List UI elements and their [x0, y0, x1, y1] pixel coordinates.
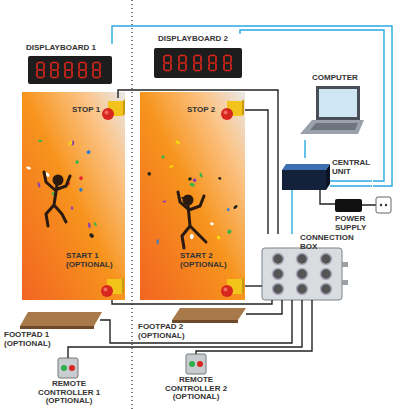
- display-board: [154, 48, 242, 78]
- remote-controller: [186, 354, 206, 374]
- component-label: REMOTE CONTROLLER 1 (OPTIONAL): [36, 380, 102, 406]
- central-unit: [282, 164, 372, 190]
- component-label: FOOTPAD 1 (OPTIONAL): [4, 331, 62, 348]
- wire: [246, 300, 282, 314]
- remote-controller: REMOTE CONTROLLER 1 (OPTIONAL): [36, 358, 103, 408]
- laptop: [300, 86, 364, 134]
- footpad: FOOTPAD 2 (OPTIONAL): [136, 308, 246, 341]
- wire: [240, 30, 384, 181]
- component-label: DISPLAYBOARD 2: [158, 35, 244, 44]
- component-label: DISPLAYBOARD 1: [26, 44, 112, 53]
- start-button: [101, 277, 124, 297]
- wire: [68, 300, 302, 358]
- climbing-wall: [22, 92, 125, 300]
- component-label: START 2 (OPTIONAL): [180, 252, 226, 269]
- display-board: DISPLAYBOARD 1: [24, 44, 116, 86]
- climbing-holds: [26, 139, 238, 244]
- connection-box: [262, 248, 348, 300]
- component-label: POWER SUPPLY: [335, 215, 393, 232]
- component-label: CENTRAL UNIT: [332, 159, 372, 176]
- component-label: COMPUTER: [312, 74, 364, 83]
- stop-button: [102, 99, 125, 120]
- wire: [291, 190, 292, 234]
- component-label: STOP 1: [72, 106, 102, 115]
- power-supply: [335, 197, 391, 213]
- remote-controller: [58, 358, 78, 378]
- component-label: START 1 (OPTIONAL): [66, 252, 112, 269]
- start-button: [221, 277, 244, 297]
- connection-box: CONNECTION BOX: [262, 234, 373, 300]
- wire: [304, 140, 305, 158]
- display-board: DISPLAYBOARD 2: [150, 34, 246, 80]
- start-button: START 1 (OPTIONAL): [66, 252, 124, 300]
- climbing-wall: [140, 92, 245, 300]
- wire: [118, 90, 278, 234]
- stop-button: [221, 99, 244, 120]
- wire: [245, 285, 262, 286]
- component-label: STOP 2: [187, 106, 219, 115]
- computer: COMPUTER: [300, 74, 366, 140]
- display-board: [28, 56, 112, 84]
- component-label: REMOTE CONTROLLER 2 (OPTIONAL): [163, 376, 229, 402]
- start-button: START 2 (OPTIONAL): [180, 252, 245, 300]
- wire: [245, 110, 268, 234]
- component-label: CONNECTION BOX: [300, 234, 372, 251]
- wire: [320, 190, 335, 204]
- climber: [178, 192, 206, 248]
- stop-button: STOP 1: [70, 98, 125, 126]
- wire: [112, 300, 272, 304]
- climber: [44, 172, 70, 226]
- component-label: FOOTPAD 2 (OPTIONAL): [138, 323, 196, 340]
- wire: [100, 300, 292, 343]
- remote-controller: REMOTE CONTROLLER 2 (OPTIONAL): [163, 354, 230, 404]
- footpad: [172, 308, 246, 323]
- central-unit: CENTRAL UNIT: [282, 158, 373, 190]
- footpad: [20, 312, 102, 329]
- footpad: FOOTPAD 1 (OPTIONAL): [4, 312, 100, 350]
- wire: [196, 300, 312, 354]
- wire: [112, 26, 392, 186]
- power-supply: POWER SUPPLY: [335, 196, 394, 233]
- stop-button: STOP 2: [185, 98, 245, 126]
